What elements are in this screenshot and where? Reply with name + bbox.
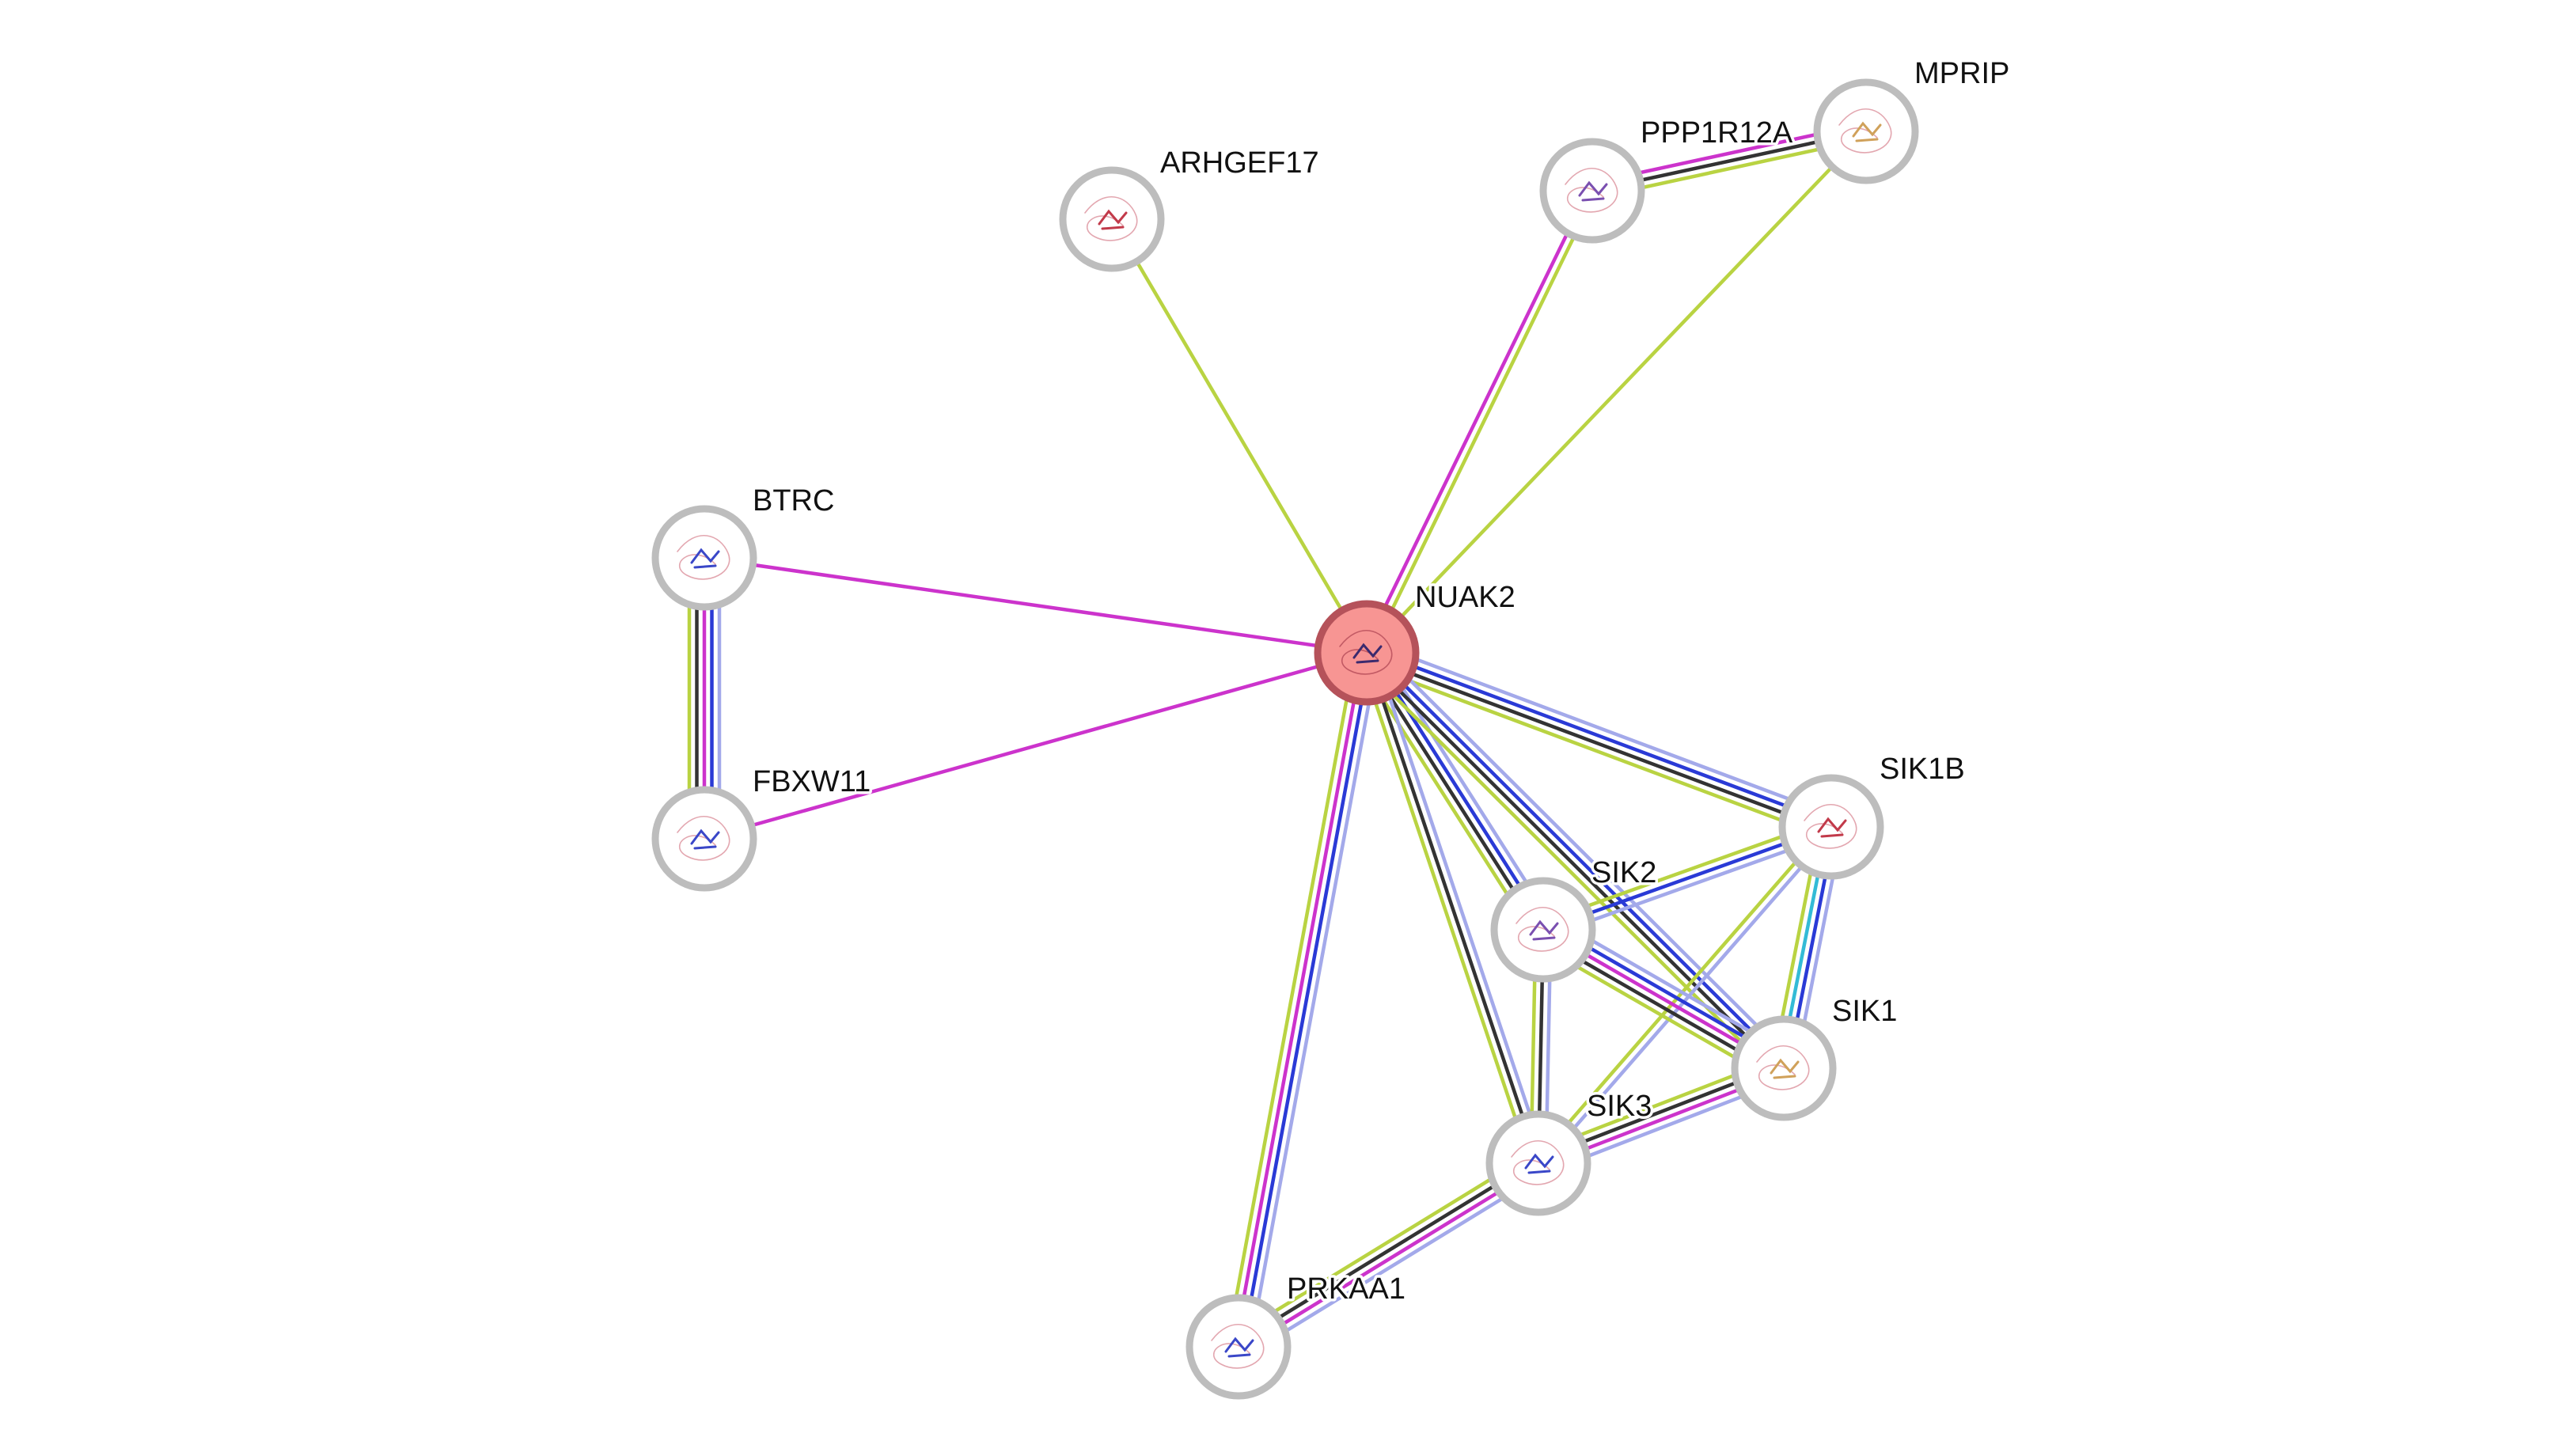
evidence-line-coexpression <box>1363 654 1783 1072</box>
evidence-line-experiments <box>1361 188 1591 652</box>
edge-sik3-prkaa1[interactable] <box>1231 1151 1546 1359</box>
node-circle[interactable] <box>1731 1015 1837 1121</box>
node-label: FBXW11 <box>753 765 871 798</box>
protein-structure-icon <box>1516 907 1569 952</box>
protein-structure-icon <box>1838 108 1892 154</box>
node-prkaa1[interactable]: PRKAA1 <box>1185 1270 1408 1400</box>
edges-layer <box>687 122 1868 1359</box>
node-nuak2[interactable]: NUAK2 <box>1314 578 1518 706</box>
protein-structure-icon <box>1339 630 1393 675</box>
node-label: SIK1B <box>1880 753 1965 786</box>
evidence-line-textmining <box>1365 130 1868 654</box>
edge-nuak2-sik1[interactable] <box>1357 643 1793 1078</box>
node-label: MPRIP <box>1914 57 2009 90</box>
node-label: PRKAA1 <box>1287 1272 1405 1306</box>
node-label: ARHGEF17 <box>1160 146 1319 180</box>
evidence-line-neighborhood <box>1247 654 1380 1349</box>
node-label: SIK3 <box>1587 1090 1652 1123</box>
evidence-line-neighborhood <box>1370 640 1836 818</box>
evidence-line-textmining <box>1357 654 1534 1166</box>
node-fbxw11[interactable]: FBXW11 <box>651 763 874 892</box>
evidence-line-experiments <box>1239 1165 1542 1352</box>
evidence-line-textmining <box>1368 191 1598 656</box>
evidence-line-coexpression <box>1364 652 1541 1164</box>
evidence-line-neighborhood <box>1373 643 1793 1062</box>
edge-nuak2-sik2[interactable] <box>1356 646 1554 937</box>
node-circle[interactable] <box>651 505 757 611</box>
node-circle[interactable] <box>1778 774 1884 880</box>
node-label: BTRC <box>753 484 834 518</box>
evidence-line-textmining <box>1356 658 1535 937</box>
node-mprip[interactable]: MPRIP <box>1813 55 2012 184</box>
evidence-line-experiments <box>704 555 1368 655</box>
protein-structure-icon <box>677 816 730 861</box>
edge-nuak2-sik1b[interactable] <box>1362 640 1836 840</box>
node-label: SIK2 <box>1591 856 1656 889</box>
node-sik2[interactable]: SIK2 <box>1490 854 1660 983</box>
evidence-line-homology <box>1240 653 1372 1348</box>
evidence-line-neighborhood <box>1375 646 1554 925</box>
evidence-line-coexpression <box>1364 654 1831 832</box>
evidence-line-coexpression <box>1235 1158 1538 1345</box>
evidence-line-homology <box>1367 647 1834 825</box>
node-arhgef17[interactable]: ARHGEF17 <box>1059 144 1322 272</box>
node-label: SIK1 <box>1832 995 1897 1028</box>
evidence-line-textmining <box>1231 1151 1534 1339</box>
node-circle[interactable] <box>1490 877 1596 983</box>
evidence-line-experiments <box>1233 651 1365 1347</box>
edge-nuak2-mprip[interactable] <box>1365 130 1868 654</box>
edge-nuak2-sik3[interactable] <box>1357 650 1548 1166</box>
node-sik3[interactable]: SIK3 <box>1485 1087 1655 1216</box>
protein-structure-icon <box>677 535 730 580</box>
node-circle[interactable] <box>1539 138 1645 244</box>
evidence-line-textmining <box>1110 218 1368 654</box>
protein-structure-icon <box>1804 804 1857 849</box>
evidence-line-textmining <box>1362 662 1828 840</box>
node-circle[interactable] <box>1485 1110 1591 1216</box>
node-sik1[interactable]: SIK1 <box>1731 992 1900 1121</box>
edge-nuak2-prkaa1[interactable] <box>1225 650 1380 1349</box>
edge-nuak2-ppp1r12a[interactable] <box>1361 188 1598 656</box>
protein-structure-icon <box>1565 168 1618 213</box>
protein-structure-icon <box>1211 1324 1265 1369</box>
evidence-line-coexpression <box>1362 654 1542 933</box>
node-circle[interactable] <box>651 786 757 892</box>
evidence-line-textmining <box>1225 650 1358 1345</box>
edge-nuak2-fbxw11[interactable] <box>704 650 1368 841</box>
node-circle[interactable] <box>1813 78 1919 184</box>
edge-nuak2-btrc[interactable] <box>704 555 1368 655</box>
node-label: NUAK2 <box>1415 581 1516 614</box>
node-label: PPP1R12A <box>1641 116 1793 150</box>
evidence-line-experiments <box>704 650 1368 841</box>
node-circle[interactable] <box>1059 166 1165 272</box>
protein-structure-icon <box>1084 196 1138 241</box>
node-ppp1r12a[interactable]: PPP1R12A <box>1539 114 1796 244</box>
protein-structure-icon <box>1756 1045 1810 1090</box>
protein-structure-icon <box>1511 1140 1565 1185</box>
evidence-line-homology <box>1368 649 1788 1067</box>
evidence-line-homology <box>1368 650 1548 929</box>
node-sik1b[interactable]: SIK1B <box>1778 750 1967 880</box>
evidence-line-neighborhood <box>1243 1171 1546 1359</box>
query-node-circle[interactable] <box>1314 600 1420 706</box>
node-circle[interactable] <box>1185 1294 1292 1400</box>
edge-nuak2-arhgef17[interactable] <box>1110 218 1368 654</box>
node-btrc[interactable]: BTRC <box>651 482 837 611</box>
evidence-line-neighborhood <box>1371 650 1548 1162</box>
